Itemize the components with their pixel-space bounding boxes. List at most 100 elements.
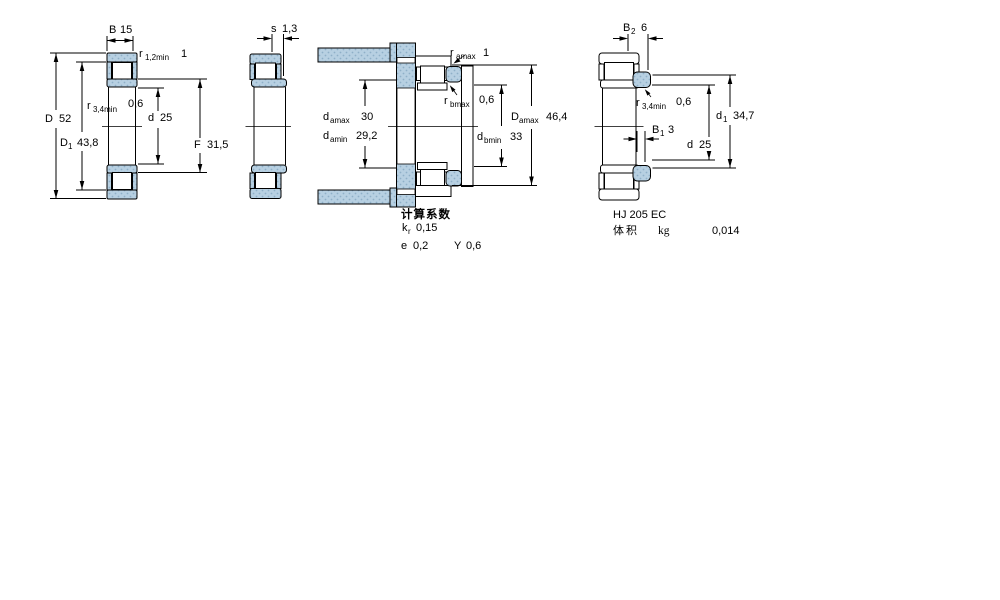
inner-ring-top — [106, 78, 138, 88]
housing-shoulder-top — [317, 47, 398, 63]
mass-label: 体积 — [613, 223, 639, 237]
dim-subscript: 1,2min — [145, 53, 169, 62]
dim-symbol: d — [323, 130, 329, 142]
product-info-block: HJ 205 EC 体积 kg 0,014 — [613, 209, 740, 237]
dim-d-graphics — [652, 84, 715, 161]
dim-value: 15 — [120, 24, 132, 36]
dim-B2-graphics — [613, 34, 663, 70]
product-designation: HJ 205 EC — [613, 209, 666, 221]
dim-value: 46,4 — [546, 111, 567, 123]
dim-D-graphics — [50, 52, 106, 199]
flange-left — [598, 63, 605, 81]
dim-value: 1,3 — [282, 23, 297, 35]
dim-label-damax: damax 30 — [323, 111, 373, 125]
outer-ring-bottom — [106, 189, 138, 200]
dim-subscript: amax — [330, 116, 350, 125]
leader-rbmax — [449, 85, 458, 96]
inner-ring-top — [417, 82, 448, 91]
dim-F-graphics — [138, 78, 207, 173]
flange-right — [276, 63, 282, 80]
inner-ring-bottom — [251, 164, 287, 174]
outer-ring-flange-right — [132, 61, 138, 80]
dim-symbol: B — [109, 24, 116, 36]
dim-symbol: d — [323, 111, 329, 123]
dim-symbol: d — [687, 139, 693, 151]
dim-value: 25 — [699, 139, 711, 151]
dim-value: 29,2 — [356, 130, 377, 142]
dim-symbol: D — [511, 111, 519, 123]
dim-subscript: amax — [456, 52, 476, 61]
dim-value: 25 — [160, 112, 172, 124]
dim-value: 1 — [483, 47, 489, 59]
dim-s-graphics — [257, 34, 299, 76]
dim-value: 0,6 — [128, 98, 143, 110]
dim-value: 0,6 — [479, 94, 494, 106]
dim-value: 3 — [668, 124, 674, 136]
dim-symbol: r — [450, 47, 454, 59]
dim-subscript: 1 — [660, 129, 665, 138]
dim-label-damin: damin 29,2 — [323, 130, 377, 144]
dim-label-Damax: Damax 46,4 — [511, 111, 567, 125]
housing-corner-top — [389, 42, 398, 63]
hj-angle-ring-bottom — [445, 170, 462, 187]
dim-symbol: d — [477, 131, 483, 143]
dim-subscript: 3,4min — [642, 102, 666, 111]
housing-shoulder-bottom — [317, 189, 398, 205]
dim-d-graphics — [138, 87, 164, 165]
outer-ring-flange-right-b — [132, 172, 138, 191]
calculation-factors-title: 计算系数 — [401, 207, 451, 221]
leader-r34 — [644, 89, 652, 98]
dim-symbol: r — [444, 95, 448, 107]
dim-subscript: amin — [330, 135, 347, 144]
dim-subscript: 2 — [631, 27, 636, 36]
factor-subscript: r — [408, 227, 411, 236]
inner-ring-top — [251, 78, 287, 88]
dim-value: 30 — [361, 111, 373, 123]
dim-B-graphics — [106, 36, 134, 51]
outer-ring-top — [415, 55, 452, 68]
housing-corner-bottom — [389, 187, 398, 208]
leader-ramax — [453, 54, 466, 64]
outer-ring-top — [106, 52, 138, 63]
dim-subscript: 1 — [68, 142, 73, 151]
dim-value: 0,6 — [676, 96, 691, 108]
flange-left — [416, 66, 421, 81]
roller-top — [420, 65, 445, 84]
roller-bottom — [255, 172, 276, 190]
outer-ring-bottom — [249, 188, 282, 199]
dim-subscript: 3,4min — [93, 105, 117, 114]
hj-angle-ring-bottom — [632, 165, 651, 182]
dim-label-D: D 52 — [45, 113, 71, 125]
dim-value: 43,8 — [77, 137, 98, 149]
dim-value: 34,7 — [733, 110, 754, 122]
dim-B1-graphics — [623, 131, 659, 162]
dim-symbol: D — [45, 113, 53, 125]
roller-bottom — [112, 172, 132, 190]
hj-angle-ring-top — [445, 66, 462, 83]
dim-symbol: r — [139, 48, 143, 60]
dim-value: 52 — [59, 113, 71, 125]
dim-symbol: r — [87, 100, 91, 112]
dim-db-graphics — [474, 84, 507, 167]
roller-top — [604, 62, 634, 81]
dim-da-graphics — [359, 79, 396, 169]
dim-subscript: bmax — [450, 100, 470, 109]
mass-value: 0,014 — [712, 225, 740, 237]
dim-value: 31,5 — [207, 139, 228, 151]
factor-symbol: e — [401, 240, 407, 252]
dim-subscript: amax — [519, 116, 539, 125]
